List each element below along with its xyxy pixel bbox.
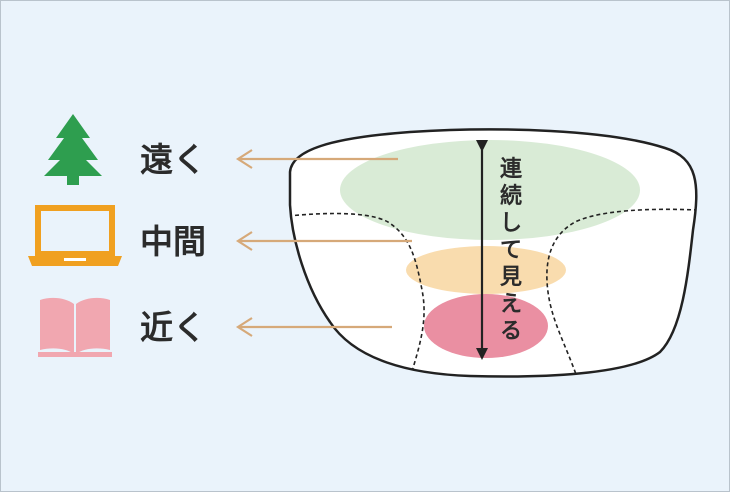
vertical-text-char: 続 (500, 183, 522, 209)
vertical-text-char: え (500, 292, 522, 317)
pointer-arrows (235, 149, 412, 337)
vertical-text-char: て (500, 238, 522, 263)
tree-icon (44, 114, 102, 185)
vertical-text-char: 見 (500, 265, 522, 290)
middle-zone (406, 246, 566, 294)
book-icon (38, 297, 112, 357)
right-boundary-line (546, 208, 697, 377)
middle-label: 中間 (140, 222, 206, 261)
near-zone (424, 294, 548, 358)
vertical-text-char: 連 (500, 157, 523, 182)
vertical-text-char: る (500, 319, 522, 344)
left-boundary-line (290, 212, 425, 377)
near-label: 近く (140, 308, 206, 347)
far-label: 遠く (140, 140, 206, 179)
vertical-text-char: し (500, 211, 522, 236)
far-zone (340, 140, 640, 240)
laptop-icon (28, 205, 122, 266)
